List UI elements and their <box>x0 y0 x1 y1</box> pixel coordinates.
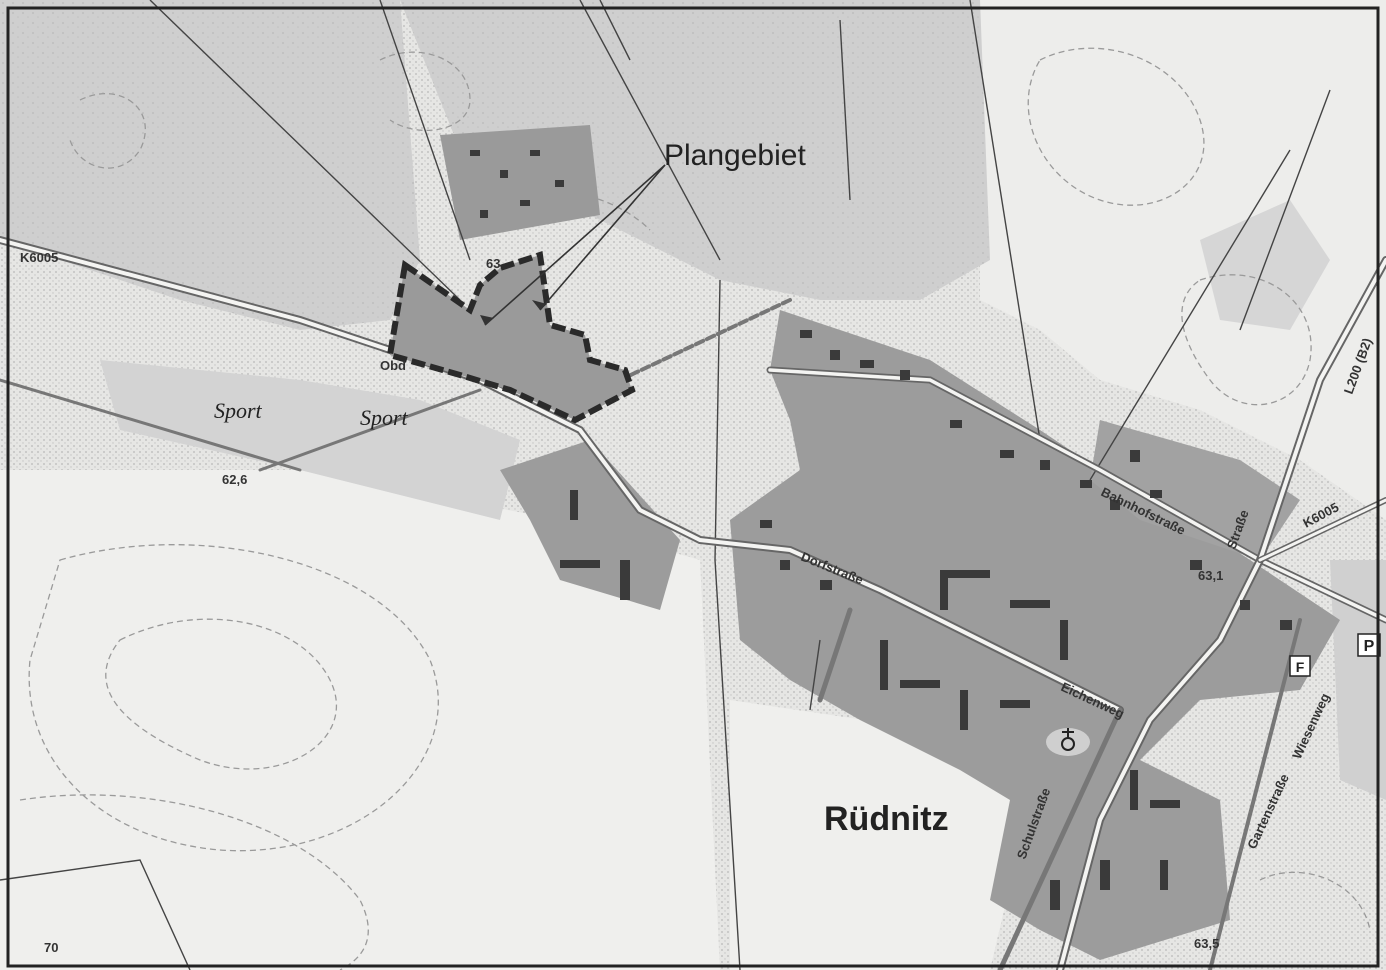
elevation-label-1: 62,6 <box>222 472 247 487</box>
sport-label-1: Sport <box>214 398 263 423</box>
plan-area-boundary <box>386 251 636 424</box>
roads <box>0 236 1386 970</box>
road-label-obd: Obd <box>380 358 406 373</box>
open-field-south <box>0 470 720 970</box>
forest-east-edge <box>1330 560 1386 800</box>
map-frame <box>6 6 1380 968</box>
elevation-label-5: 70 <box>44 940 58 955</box>
parking-label: P <box>1364 638 1375 655</box>
settlement-east <box>1090 420 1300 560</box>
open-field-east <box>980 0 1386 520</box>
plan-area-leader-lines <box>484 164 666 326</box>
contour-lines <box>19 47 1371 970</box>
leader-arrow-1 <box>532 300 547 310</box>
sport-label-2: Sport <box>360 405 409 430</box>
forest-northwest <box>0 0 420 330</box>
forest-sport <box>100 360 520 520</box>
church-icon <box>1046 728 1090 756</box>
road-label-k6005-west: K6005 <box>20 250 58 265</box>
elevation-label-3: 63,1 <box>1198 568 1223 583</box>
fire-station-label: F <box>1296 659 1305 675</box>
elevation-label-2: 63 <box>486 256 500 271</box>
settlement-middle <box>500 440 680 610</box>
settlement-main <box>730 310 1340 960</box>
plan-area-label: Plangebiet <box>664 139 806 172</box>
parking-icon: P <box>1357 633 1381 657</box>
buildings <box>470 150 1292 910</box>
elevation-label-4: 63,5 <box>1194 936 1219 951</box>
boundary-lines <box>0 0 1331 970</box>
leader-arrow-2 <box>480 315 494 325</box>
town-name: Rüdnitz <box>824 800 949 838</box>
fire-station-icon: F <box>1289 655 1311 677</box>
